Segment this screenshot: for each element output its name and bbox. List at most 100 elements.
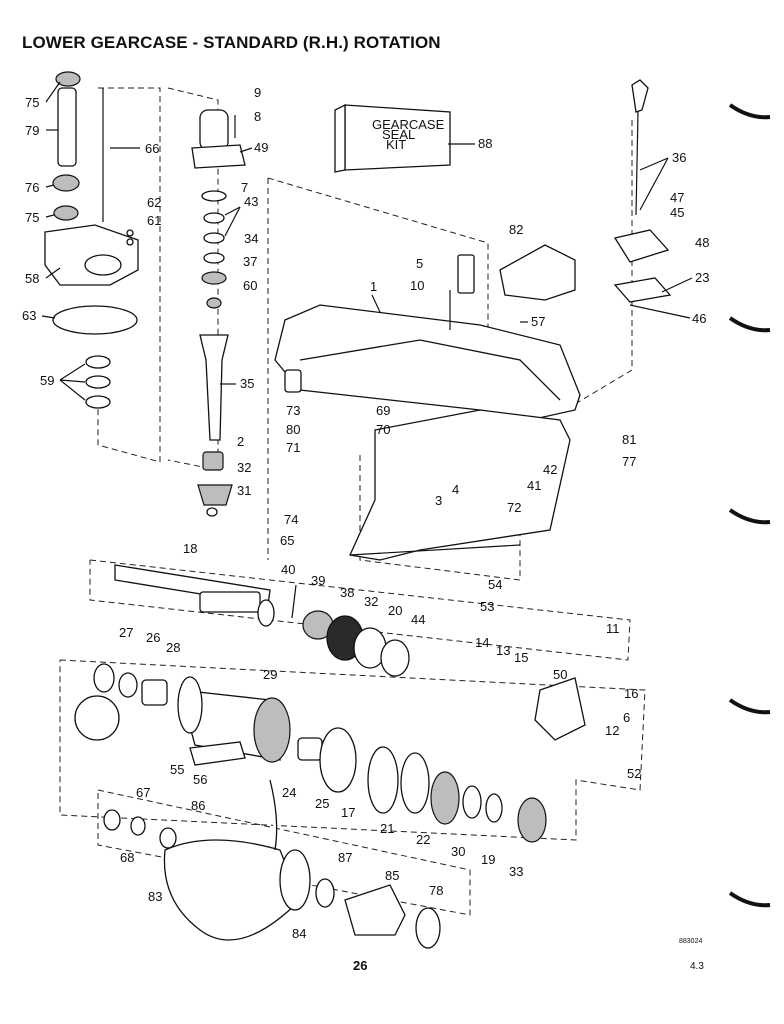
callout: 86 <box>191 798 205 813</box>
callout: 81 <box>622 432 636 447</box>
page-title: LOWER GEARCASE - STANDARD (R.H.) ROTATIO… <box>22 33 441 52</box>
callout: 36 <box>672 150 686 165</box>
gearcase-housing <box>274 304 581 561</box>
callout: 75 <box>25 95 39 110</box>
callout: 38 <box>340 585 354 600</box>
callout: 41 <box>527 478 541 493</box>
callout: 8 <box>254 109 261 124</box>
callout: 59 <box>40 373 54 388</box>
callout: 7 <box>241 180 248 195</box>
callout-labels: 75 79 66 76 75 62 6 1 58 63 59 9 8 49 7 4… <box>22 85 709 941</box>
callout: 5 <box>416 256 423 271</box>
callout: 44 <box>411 612 425 627</box>
callout: 88 <box>478 136 492 151</box>
callout: 25 <box>315 796 329 811</box>
callout: 71 <box>286 440 300 455</box>
svg-text:KIT: KIT <box>386 137 406 152</box>
leader-lines <box>41 81 693 401</box>
callout: 17 <box>341 805 355 820</box>
callout: 31 <box>237 483 251 498</box>
callout: 72 <box>507 500 521 515</box>
callout: 79 <box>25 123 39 138</box>
callout: 21 <box>380 821 394 836</box>
callout: 6 <box>623 710 630 725</box>
callout: 82 <box>509 222 523 237</box>
binder-marks <box>728 103 771 908</box>
drive-shaft-housing-parts <box>44 71 139 409</box>
callout: 30 <box>451 844 465 859</box>
callout: 77 <box>622 454 636 469</box>
callout: 24 <box>282 785 296 800</box>
callout: 76 <box>25 180 39 195</box>
callout: 32 <box>237 460 251 475</box>
callout: 65 <box>280 533 294 548</box>
callout: 37 <box>243 254 257 269</box>
propeller-parts <box>103 779 441 949</box>
callout: 75 <box>25 210 39 225</box>
callout: 23 <box>695 270 709 285</box>
callout: 84 <box>292 926 306 941</box>
callout: 70 <box>376 422 390 437</box>
callout: 58 <box>25 271 39 286</box>
bearing-housing-parts <box>74 663 586 843</box>
callout: 39 <box>311 573 325 588</box>
callout: 29 <box>263 667 277 682</box>
callout: 10 <box>410 278 424 293</box>
callout: 4 <box>452 482 459 497</box>
svg-text:GEARCASE: GEARCASE <box>372 117 445 132</box>
callout: 2 <box>237 434 244 449</box>
callout: 68 <box>120 850 134 865</box>
callout: 28 <box>166 640 180 655</box>
callout: 54 <box>488 577 502 592</box>
callout: 47 <box>670 190 684 205</box>
callout: 13 <box>496 643 510 658</box>
shift-linkage-parts <box>284 79 672 393</box>
section-number: 4.3 <box>690 961 704 972</box>
callout: 12 <box>605 723 619 738</box>
callout: 48 <box>695 235 709 250</box>
callout: 69 <box>376 403 390 418</box>
callout: 43 <box>244 194 258 209</box>
callout: 67 <box>136 785 150 800</box>
callout: 42 <box>543 462 557 477</box>
callout: 27 <box>119 625 133 640</box>
callout: 49 <box>254 140 268 155</box>
callout: 55 <box>170 762 184 777</box>
callout: 78 <box>429 883 443 898</box>
callout: 60 <box>243 278 257 293</box>
callout: 56 <box>193 772 207 787</box>
callout: 32 <box>364 594 378 609</box>
callout: 52 <box>627 766 641 781</box>
callout: 33 <box>509 864 523 879</box>
propeller-shaft-parts <box>114 564 410 677</box>
callout: 40 <box>281 562 295 577</box>
callout: 9 <box>254 85 261 100</box>
callout: 50 <box>553 667 567 682</box>
callout: 73 <box>286 403 300 418</box>
callout: 1 <box>370 279 377 294</box>
callout: 15 <box>514 650 528 665</box>
callout: 14 <box>475 635 489 650</box>
callout: 80 <box>286 422 300 437</box>
callout: 87 <box>338 850 352 865</box>
callout: 22 <box>416 832 430 847</box>
callout: 63 <box>22 308 36 323</box>
document-code: 883024 <box>679 938 703 945</box>
callout: 66 <box>145 141 159 156</box>
svg-text:SEAL: SEAL <box>382 127 415 142</box>
callout: 3 <box>435 493 442 508</box>
callout: 20 <box>388 603 402 618</box>
callout: 53 <box>480 599 494 614</box>
callout: 85 <box>385 868 399 883</box>
assembly-outlines <box>59 87 646 916</box>
callout: 11 <box>606 621 620 636</box>
callout: 35 <box>240 376 254 391</box>
callout: 62 <box>147 195 161 210</box>
callout: 18 <box>183 541 197 556</box>
callout: 19 <box>481 852 495 867</box>
callout: 57 <box>531 314 545 329</box>
callout: 26 <box>146 630 160 645</box>
page-number: 26 <box>353 958 368 973</box>
callout: 74 <box>284 512 298 527</box>
